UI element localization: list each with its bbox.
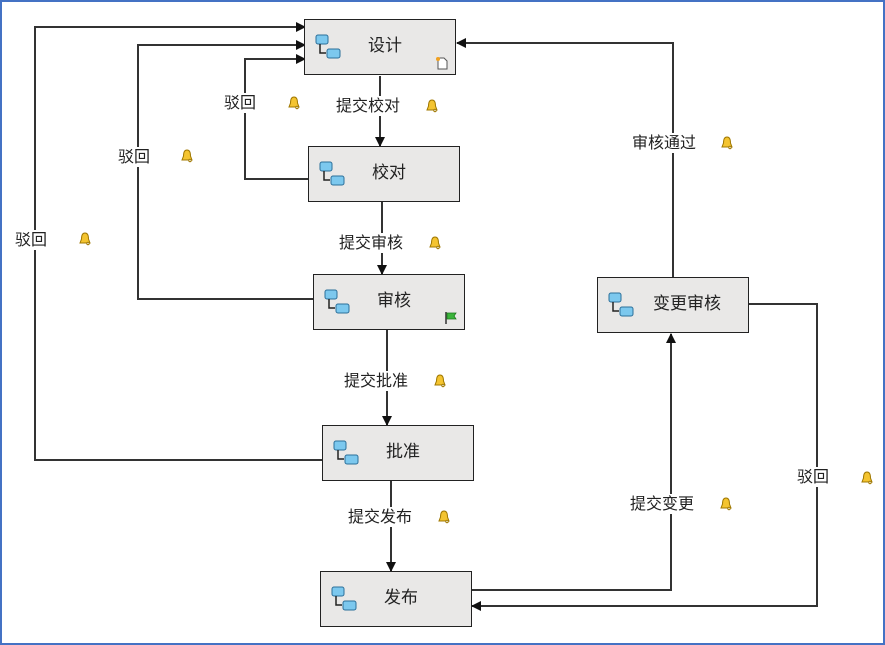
bell-icon xyxy=(721,136,733,150)
bell-icon xyxy=(426,99,438,113)
node-label: 发布 xyxy=(384,588,418,608)
bell-icon xyxy=(434,374,446,388)
subprocess-icon xyxy=(333,440,359,465)
node-publish[interactable]: 发布 xyxy=(320,571,472,627)
node-review[interactable]: 审核 xyxy=(313,274,465,330)
edge-label-review-passed[interactable]: 审核通过 xyxy=(631,133,698,153)
bell-icon xyxy=(438,510,450,524)
edge-label-reject-change[interactable]: 驳回 xyxy=(796,467,831,487)
green-flag-icon xyxy=(445,312,457,324)
node-change-review[interactable]: 变更审核 xyxy=(597,277,749,333)
edge-proofread-design-reject[interactable] xyxy=(244,54,309,180)
subprocess-icon xyxy=(319,161,345,186)
bell-icon xyxy=(288,96,300,110)
subprocess-icon xyxy=(324,289,350,314)
edge-label-submit-change[interactable]: 提交变更 xyxy=(629,494,696,514)
new-document-icon xyxy=(436,57,448,70)
node-label: 设计 xyxy=(368,36,402,56)
edge-label-submit-approve[interactable]: 提交批准 xyxy=(343,371,410,391)
edge-label-submit-review[interactable]: 提交审核 xyxy=(338,233,405,253)
subprocess-icon xyxy=(315,34,341,59)
edge-label-submit-publish[interactable]: 提交发布 xyxy=(347,507,414,527)
bell-icon xyxy=(79,232,91,246)
edge-label-reject-approve[interactable]: 驳回 xyxy=(14,230,49,250)
node-label: 校对 xyxy=(372,163,406,183)
edge-publish-changereview[interactable] xyxy=(471,333,676,591)
bell-icon xyxy=(720,497,732,511)
bell-icon xyxy=(861,471,873,485)
node-label: 变更审核 xyxy=(653,294,721,314)
edge-review-design-reject[interactable] xyxy=(137,40,314,300)
subprocess-icon xyxy=(608,292,634,317)
edge-label-submit-proofread[interactable]: 提交校对 xyxy=(335,96,402,116)
node-approve[interactable]: 批准 xyxy=(322,425,474,481)
edge-label-reject-review[interactable]: 驳回 xyxy=(117,147,152,167)
edge-changereview-publish-reject[interactable] xyxy=(471,303,818,611)
edge-changereview-design[interactable] xyxy=(456,38,674,277)
node-proofread[interactable]: 校对 xyxy=(308,146,460,202)
node-label: 审核 xyxy=(377,291,411,311)
bell-icon xyxy=(429,236,441,250)
edge-label-reject-proofread[interactable]: 驳回 xyxy=(223,93,258,113)
node-design[interactable]: 设计 xyxy=(304,19,456,75)
subprocess-icon xyxy=(331,586,357,611)
bell-icon xyxy=(181,149,193,163)
node-label: 批准 xyxy=(386,442,420,462)
